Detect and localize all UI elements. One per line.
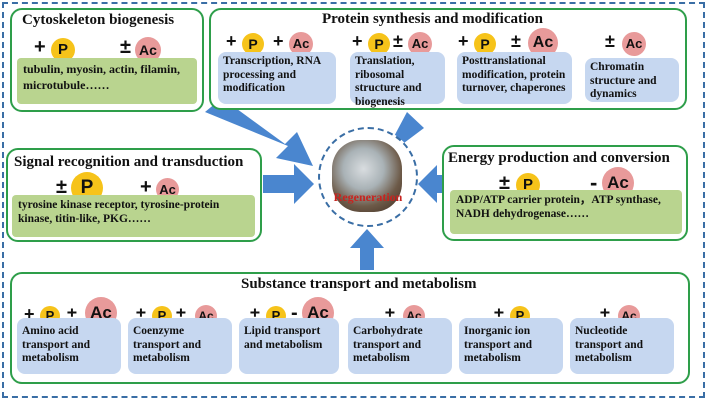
arrow-signal-to-center: [263, 164, 314, 204]
plus-symbol: +: [34, 36, 46, 58]
plusminus-symbol: ±: [250, 304, 260, 324]
p-badge: P: [368, 33, 390, 55]
plusminus-symbol: ±: [499, 172, 510, 194]
plus-symbol: +: [458, 31, 469, 51]
plusminus-symbol: ±: [67, 304, 77, 324]
arrow-energy-to-center: [418, 165, 446, 203]
transport-box-nucleotide: Nucleotide transport and metabolism: [570, 318, 674, 374]
transport-box-coenzyme: Coenzyme transport and metabolism: [128, 318, 232, 374]
plus-symbol: +: [226, 31, 237, 51]
plus-symbol: +: [24, 304, 35, 324]
transport-box-amino-acid: Amino acid transport and metabolism: [17, 318, 121, 374]
plusminus-symbol: ±: [600, 304, 610, 324]
panel-cytoskeleton-title: Cytoskeleton biogenesis: [22, 12, 175, 28]
plusminus-symbol: ±: [176, 304, 186, 324]
plusminus-symbol: ±: [605, 31, 615, 51]
plus-symbol: +: [352, 31, 363, 51]
transport-box-lipid: Lipid transport and metabolism: [239, 318, 339, 374]
plusminus-symbol: ±: [385, 304, 395, 324]
p-badge: P: [242, 33, 264, 55]
plus-symbol: +: [273, 31, 284, 51]
panel-energy-title: Energy production and conversion: [448, 150, 670, 166]
energy-proteins: ADP/ATP carrier protein，ATP synthase, NA…: [450, 190, 682, 234]
protein-box-transcription: Transcription, RNA processing and modifi…: [218, 52, 336, 104]
signal-proteins: tyrosine kinase receptor, tyrosine-prote…: [12, 195, 255, 237]
cytoskeleton-proteins: tubulin, myosin, actin, filamin, microtu…: [17, 58, 197, 104]
transport-box-carbohydrate: Carbohydrate transport and metabolism: [348, 318, 452, 374]
arrow-cytoskeleton-to-center: [205, 98, 313, 166]
plusminus-symbol: ±: [56, 176, 67, 198]
center-label: Regeneration: [333, 190, 403, 204]
plusminus-symbol: ±: [393, 31, 403, 51]
minus-symbol: -: [590, 170, 598, 195]
plus-symbol: +: [140, 176, 152, 198]
plusminus-symbol: ±: [494, 304, 504, 324]
specimen-photo: [332, 140, 402, 212]
plusminus-symbol: ±: [136, 304, 146, 324]
panel-signal-title: Signal recognition and transduction: [14, 154, 244, 170]
ac-badge: Ac: [622, 32, 646, 56]
arrow-transport-to-center: [350, 229, 384, 270]
minus-symbol: -: [291, 302, 298, 324]
p-badge: P: [474, 33, 496, 55]
plusminus-symbol: ±: [120, 36, 131, 58]
panel-transport-title: Substance transport and metabolism: [241, 276, 477, 292]
transport-box-inorganic-ion: Inorganic ion transport and metabolism: [459, 318, 563, 374]
panel-protein-synthesis-title: Protein synthesis and modification: [322, 11, 543, 27]
protein-box-posttranslational: Posttranslational modification, protein …: [457, 52, 572, 104]
plusminus-symbol: ±: [511, 31, 521, 51]
protein-box-chromatin: Chromatin structure and dynamics: [585, 58, 679, 102]
protein-box-translation: Translation, ribosomal structure and bio…: [350, 52, 445, 108]
